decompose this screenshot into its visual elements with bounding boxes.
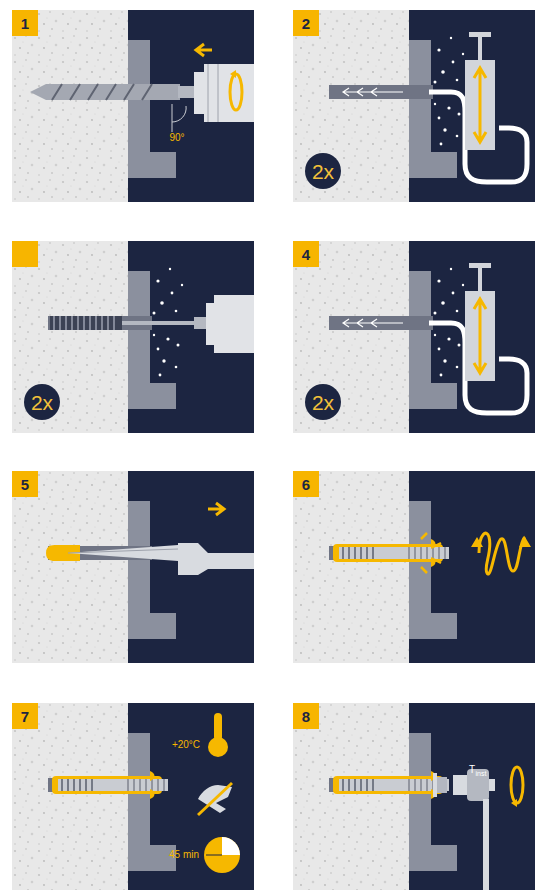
torque-subscript: inst xyxy=(476,770,487,777)
step-number: 4 xyxy=(302,247,310,262)
step-number: 2 xyxy=(302,16,310,31)
repeat-count: 2x xyxy=(31,392,53,413)
step-number: 1 xyxy=(21,16,29,31)
step-number: 5 xyxy=(21,477,29,492)
step-number: 7 xyxy=(21,709,29,724)
repeat-count: 2x xyxy=(312,392,334,413)
torque-symbol: T xyxy=(469,765,475,775)
repeat-count: 2x xyxy=(312,161,334,182)
temperature-label: +20°C xyxy=(172,740,200,750)
angle-label: 90° xyxy=(169,133,184,143)
time-label: 45 min xyxy=(169,850,199,860)
step-number: 6 xyxy=(302,477,310,492)
step-number: 8 xyxy=(302,709,310,724)
